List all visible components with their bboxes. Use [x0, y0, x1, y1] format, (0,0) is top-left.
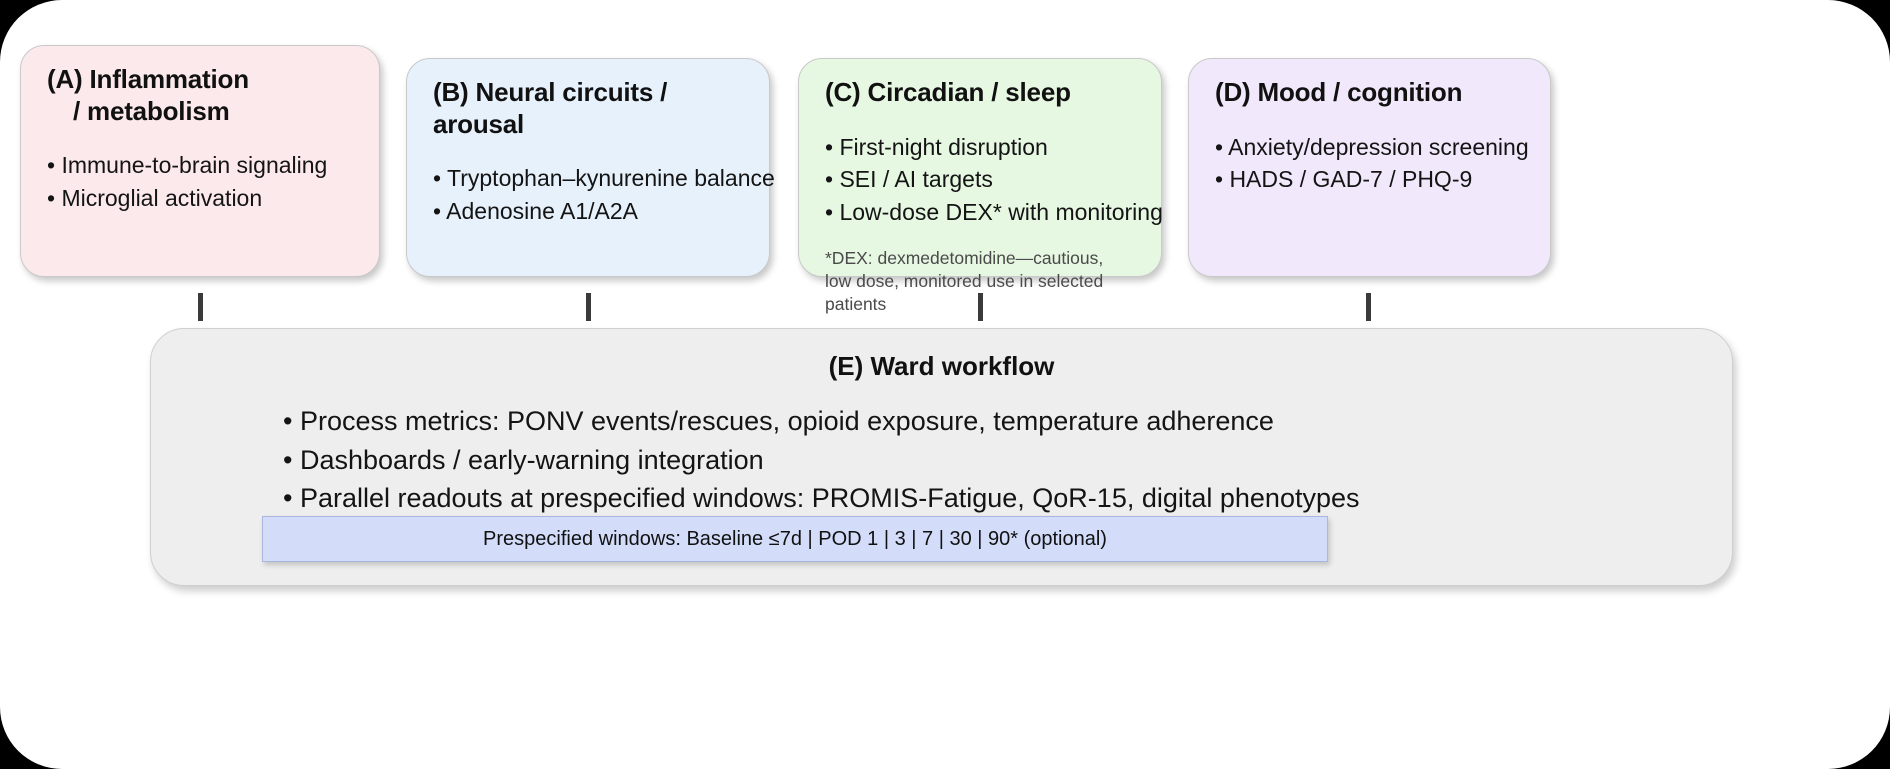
- panel-a-bullet-1: • Microglial activation: [47, 185, 263, 212]
- panel-c-bullet-1: • SEI / AI targets: [825, 166, 993, 193]
- panel-c-bullet-0: • First-night disruption: [825, 133, 1048, 160]
- prespecified-windows-banner: Prespecified windows: Baseline ≤7d | POD…: [262, 516, 1328, 562]
- panel-e-bullet-0: • Process metrics: PONV events/rescues, …: [283, 406, 1274, 436]
- panel-c-circadian-sleep: (C) Circadian / sleep • First-night disr…: [798, 58, 1163, 314]
- panel-d-bullet-1: • HADS / GAD-7 / PHQ-9: [1215, 166, 1473, 193]
- panel-a-bullet-0: • Immune-to-brain signaling: [47, 152, 328, 179]
- panel-b-bullet-0: • Tryptophan–kynurenine balance: [433, 165, 775, 192]
- panel-a-bullet-list: • Immune-to-brain signaling • Microglial…: [47, 149, 357, 214]
- panel-a-title-line2: / metabolism: [73, 95, 230, 126]
- panel-a-title-line1: (A) Inflammation: [47, 64, 249, 94]
- panel-a-inflammation-metabolism: (A) Inflammation / metabolism • Immune-t…: [20, 45, 380, 277]
- panel-b-title: (B) Neural circuits / arousal: [433, 77, 668, 139]
- panel-e-bullet-list: • Process metrics: PONV events/rescues, …: [185, 402, 1698, 518]
- panel-b-neural-circuits-arousal: (B) Neural circuits / arousal • Tryptoph…: [406, 58, 775, 277]
- panel-b-bullet-list: • Tryptophan–kynurenine balance • Adenos…: [433, 162, 775, 227]
- panel-d-mood-cognition: (D) Mood / cognition • Anxiety/depressio…: [1188, 58, 1551, 277]
- panel-c-title: (C) Circadian / sleep: [825, 77, 1071, 107]
- panel-c-bullet-2: • Low-dose DEX* with monitoring: [825, 199, 1163, 226]
- panel-c-footnote: *DEX: dexmedetomidine—cautious, low dose…: [825, 247, 1104, 315]
- panel-b-bullet-1: • Adenosine A1/A2A: [433, 198, 638, 225]
- connector-panel-b-to-workflow: [586, 293, 591, 321]
- panel-d-bullet-list: • Anxiety/depression screening • HADS / …: [1215, 131, 1529, 196]
- panel-d-title: (D) Mood / cognition: [1215, 77, 1463, 107]
- panel-e-title: (E) Ward workflow: [828, 351, 1055, 381]
- panel-e-bullet-1: • Dashboards / early-warning integration: [283, 444, 764, 475]
- prespecified-windows-banner-text: Prespecified windows: Baseline ≤7d | POD…: [483, 527, 1107, 550]
- panel-a-title: (A) Inflammation / metabolism: [47, 64, 357, 127]
- panel-d-bullet-0: • Anxiety/depression screening: [1215, 133, 1529, 160]
- panel-c-bullet-list: • First-night disruption • SEI / AI targ…: [825, 131, 1163, 229]
- connector-panel-d-to-workflow: [1366, 293, 1371, 321]
- connector-panel-a-to-workflow: [198, 293, 203, 321]
- panel-e-bullet-2: • Parallel readouts at prespecified wind…: [283, 483, 1360, 514]
- connector-panel-c-to-workflow: [978, 293, 983, 321]
